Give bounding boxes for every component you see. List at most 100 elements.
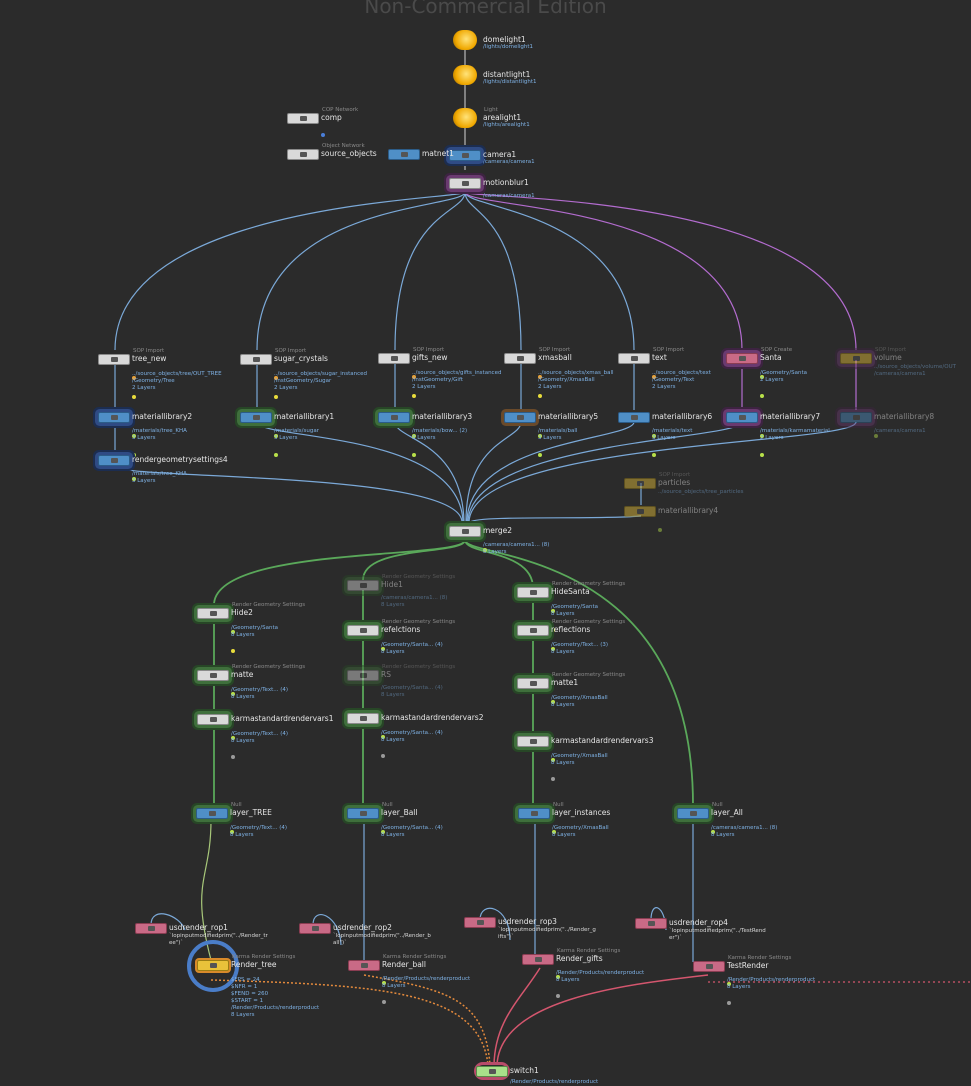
node-name: HideSanta [551,587,590,596]
network-icon[interactable] [287,113,319,124]
wire [493,967,541,1066]
node-name: Render_gifts [556,954,603,963]
wire [362,539,466,581]
render-settings-icon[interactable] [197,960,229,971]
render-settings-icon[interactable] [348,960,380,971]
switch-highlight [474,1062,510,1080]
node-param: $FPS = 24 [231,977,260,983]
node-name: Santa [760,353,782,362]
node-flags [760,364,765,417]
wire [464,191,635,351]
node-type: Render Geometry Settings [552,619,626,625]
rop-param: `lopinputmodifiedprim("../Render_b all")… [333,933,431,946]
render-geometry-icon[interactable] [347,580,379,591]
render-settings-icon[interactable] [693,961,725,972]
edition-watermark: Non-Commercial Edition [364,0,607,18]
wire [464,191,857,351]
light-bulb-icon[interactable] [453,108,477,128]
camera-icon[interactable] [449,150,481,161]
node-flags [132,365,137,399]
node-name: sugar_crystals [274,354,328,363]
sop-import-icon[interactable] [98,354,130,365]
render-geometry-icon[interactable] [347,670,379,681]
node-name: karmastandardrendervars3 [551,736,654,745]
node-name: Render_tree [231,960,277,969]
render-vars-icon[interactable] [347,713,379,724]
node-path: /Geometry/Santa... (4) [381,825,443,831]
node-path: ../source_objects/sugar_instanced [274,371,368,377]
node-type: Karma Render Settings [232,954,296,960]
node-name: karmastandardrendervars1 [231,714,334,723]
render-geometry-icon[interactable] [517,678,549,689]
render-geometry-icon[interactable] [517,625,549,636]
node-name: source_objects [321,149,377,158]
node-name: materiallibrary6 [652,412,713,421]
material-icon[interactable] [840,412,872,423]
node-flags [381,636,386,651]
rop-icon[interactable] [135,923,167,934]
null-icon[interactable] [196,808,228,819]
material-icon[interactable] [240,412,272,423]
switch-icon[interactable] [476,1066,508,1077]
sop-import-icon[interactable] [618,353,650,364]
node-name: usdrender_rop3 [498,917,557,926]
node-name: switch1 [510,1066,539,1075]
render-geometry-icon[interactable] [517,587,549,598]
node-name: usdrender_rop4 [669,918,728,927]
rop-icon[interactable] [635,918,667,929]
render-settings-icon[interactable] [522,954,554,965]
node-layers: 8 Layers [552,832,576,838]
wire [468,421,857,523]
sop-import-icon[interactable] [240,354,272,365]
node-layers: 3 Layers [652,435,676,441]
node-type: Render Geometry Settings [232,664,306,670]
render-geometry-icon[interactable] [98,455,130,466]
light-bulb-icon[interactable] [453,65,477,85]
network-icon[interactable] [388,149,420,160]
rop-icon[interactable] [464,917,496,928]
node-layers: 8 Layers [382,983,406,989]
render-geometry-icon[interactable] [347,625,379,636]
sop-create-icon[interactable] [726,353,758,364]
material-icon[interactable] [618,412,650,423]
material-icon[interactable] [726,412,758,423]
node-path: /Geometry/Santa [231,625,279,631]
null-icon[interactable] [518,808,550,819]
node-type: Render Geometry Settings [382,619,456,625]
node-param: $START = 1 [231,998,264,1004]
sop-import-icon[interactable] [840,353,872,364]
merge-icon[interactable] [449,526,481,537]
node-name: layer_instances [552,808,611,817]
null-icon[interactable] [677,808,709,819]
network-icon[interactable] [287,149,319,160]
sop-import-icon[interactable] [378,353,410,364]
render-vars-icon[interactable] [197,714,229,725]
node-path: /Geometry/Text... (4) [231,731,289,737]
light-bulb-icon[interactable] [453,30,477,50]
material-icon[interactable] [378,412,410,423]
node-icon[interactable] [449,178,481,189]
node-path: /Geometry/XmasBall [538,377,595,383]
sop-import-icon[interactable] [504,353,536,364]
render-vars-icon[interactable] [517,736,549,747]
rop-icon[interactable] [299,923,331,934]
node-path: /cameras/camera1 [483,159,535,165]
render-geometry-icon[interactable] [197,608,229,619]
node-layers: 3 Layers [132,478,156,484]
node-name: RS [381,670,391,679]
render-geometry-icon[interactable] [197,670,229,681]
material-icon[interactable] [98,412,130,423]
node-path: /Geometry/Tree [132,378,175,384]
node-layers: 8 Layers [381,737,405,743]
node-name: particles [658,478,691,487]
sop-import-icon[interactable] [624,478,656,489]
null-icon[interactable] [347,808,379,819]
material-icon[interactable] [504,412,536,423]
wire [469,515,642,523]
wire [464,539,694,806]
node-path: /Geometry/Santa... (4) [381,685,443,691]
node-path: ../source_objects/volume/OUT [874,364,956,370]
material-icon[interactable] [624,506,656,517]
node-path: /Geometry/XmasBall [551,695,608,701]
rop-param: `lopinputmodifiedprim("../TestRend er")` [669,928,766,941]
